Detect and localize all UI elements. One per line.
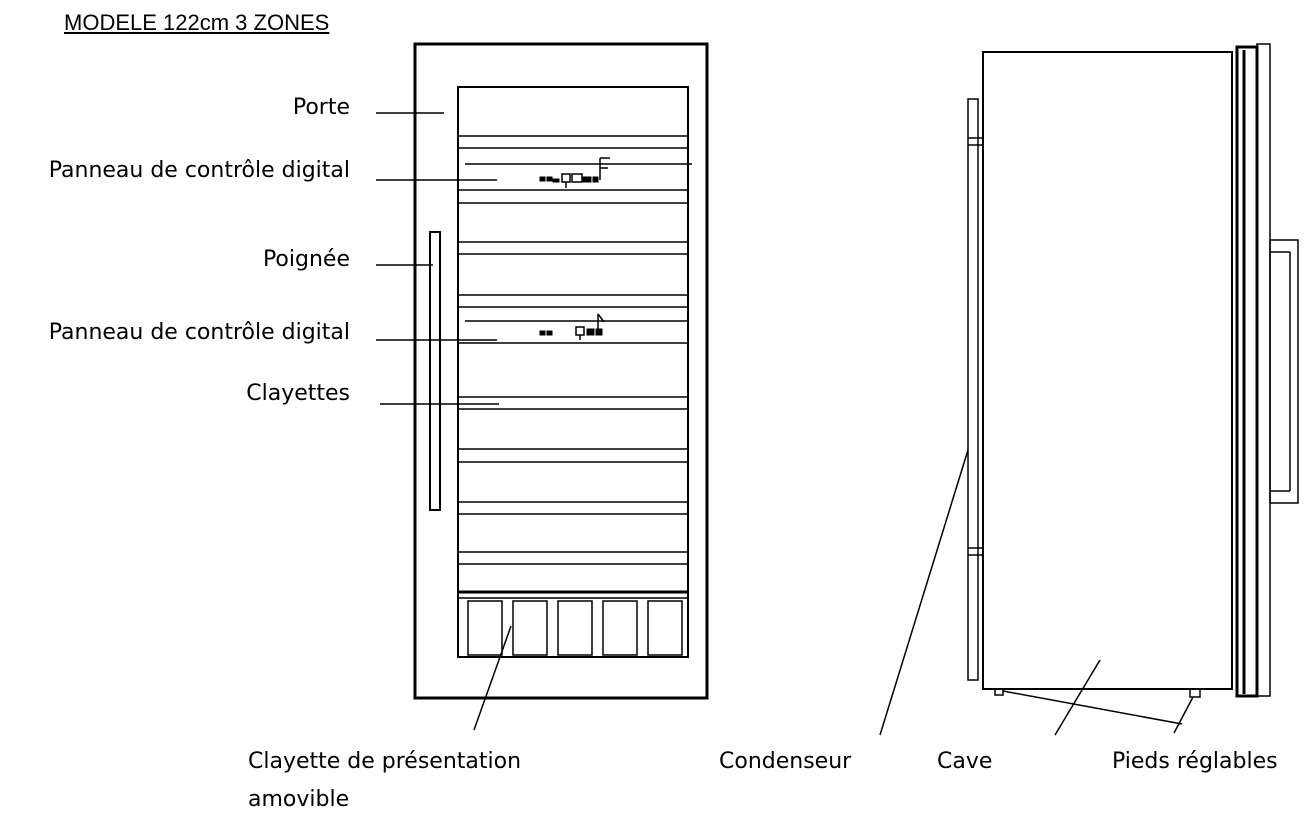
presentation-shelf-compartments	[467, 600, 683, 656]
front-glass-panel	[457, 86, 689, 658]
label-condenseur: Condenseur	[719, 749, 852, 774]
front-door-frame	[413, 42, 709, 700]
side-condenser	[967, 98, 979, 681]
side-handle	[1269, 239, 1299, 504]
label-cave: Cave	[937, 749, 993, 774]
label-control-panel-top: Panneau de contrôle digital	[48, 158, 350, 183]
label-poignee: Poignée	[262, 247, 350, 272]
label-pieds-reglables: Pieds réglables	[1112, 749, 1278, 774]
front-handle	[429, 231, 441, 511]
control-panel-top-display	[539, 157, 610, 188]
label-control-panel-middle: Panneau de contrôle digital	[48, 320, 350, 345]
side-foot-front	[1189, 688, 1201, 698]
side-cabinet-body	[982, 51, 1233, 690]
label-porte: Porte	[292, 95, 350, 120]
side-foot-rear	[994, 688, 1004, 696]
diagram-title: MODELE 122cm 3 ZONES	[64, 10, 330, 35]
label-presentation-shelf-line2: amovible	[248, 787, 350, 812]
control-panel-middle-display	[539, 313, 605, 340]
front-shelves	[458, 135, 688, 565]
side-door-profile	[1235, 45, 1259, 698]
label-presentation-shelf-line1: Clayette de présentation	[248, 749, 522, 774]
label-clayettes: Clayettes	[246, 381, 350, 406]
